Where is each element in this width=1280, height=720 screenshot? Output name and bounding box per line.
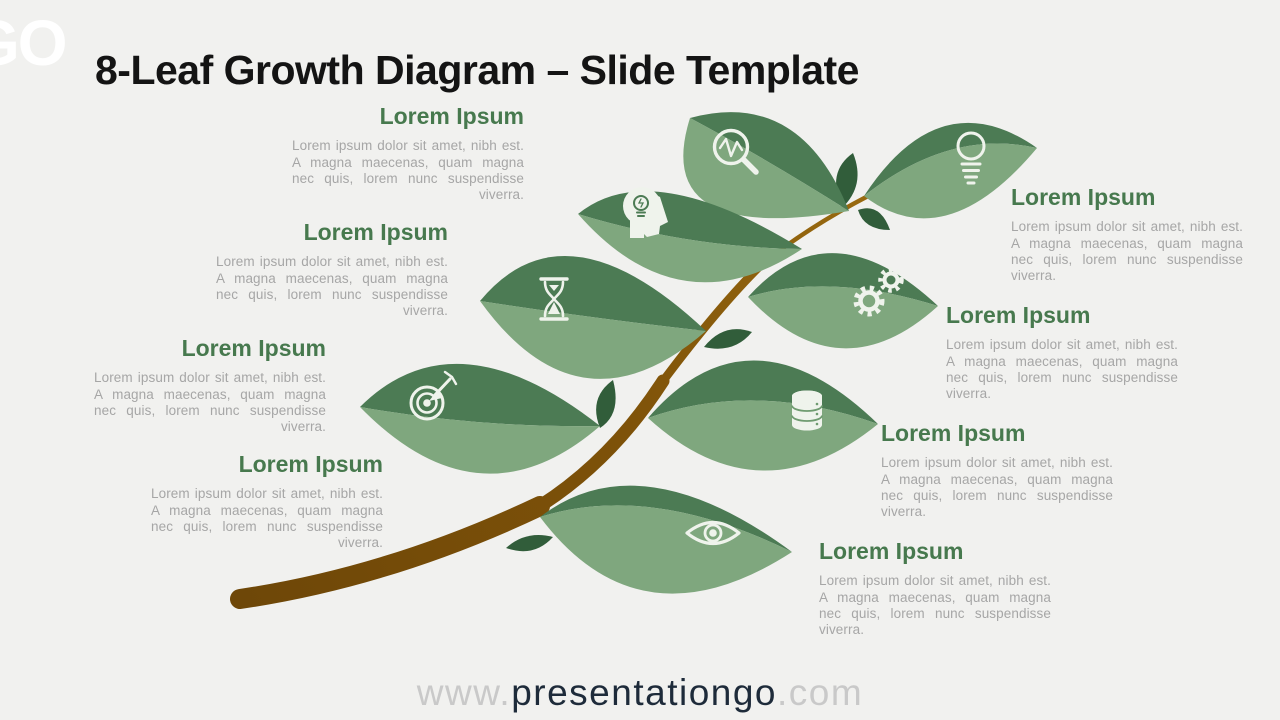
leaf-gears (748, 253, 938, 349)
hourglass-icon (539, 277, 569, 321)
text-block-3: Lorem Ipsum Lorem ipsum dolor sit amet, … (94, 335, 326, 435)
block-heading: Lorem Ipsum (238, 451, 383, 477)
leaf-lightbulb (864, 122, 1037, 219)
url-prefix: www. (416, 672, 512, 713)
text-block-5: Lorem Ipsum Lorem ipsum dolor sit amet, … (1011, 184, 1243, 284)
block-body: Lorem ipsum dolor sit amet, nibh est. A … (1011, 219, 1243, 284)
block-heading: Lorem Ipsum (1011, 184, 1156, 210)
block-heading: Lorem Ipsum (303, 219, 448, 245)
leaf-target-arrow (360, 363, 600, 474)
block-body: Lorem ipsum dolor sit amet, nibh est. A … (881, 455, 1113, 520)
url-brand: presentationgo (511, 672, 778, 713)
small-leaflet (506, 535, 553, 552)
block-heading: Lorem Ipsum (946, 302, 1091, 328)
block-body: Lorem ipsum dolor sit amet, nibh est. A … (819, 573, 1051, 638)
creative-head-icon (623, 187, 668, 238)
block-heading: Lorem Ipsum (379, 103, 524, 129)
block-heading: Lorem Ipsum (819, 538, 964, 564)
text-block-7: Lorem Ipsum Lorem ipsum dolor sit amet, … (881, 420, 1113, 520)
leaf-search-trend (683, 112, 849, 219)
leaf-database (648, 360, 878, 471)
target-arrow-icon (409, 370, 458, 421)
text-block-8: Lorem Ipsum Lorem ipsum dolor sit amet, … (819, 538, 1051, 638)
eye-icon (685, 520, 741, 546)
slide-title: 8-Leaf Growth Diagram – Slide Template (95, 47, 859, 94)
block-body: Lorem ipsum dolor sit amet, nibh est. A … (216, 254, 448, 319)
footer: www.presentationgo.com (0, 672, 1280, 714)
small-leaflet (704, 329, 752, 349)
block-body: Lorem ipsum dolor sit amet, nibh est. A … (946, 337, 1178, 402)
leaf-eye (540, 485, 792, 594)
block-body: Lorem ipsum dolor sit amet, nibh est. A … (151, 486, 383, 551)
leaf-creative-head (578, 187, 802, 283)
text-block-4: Lorem Ipsum Lorem ipsum dolor sit amet, … (151, 451, 383, 551)
text-block-2: Lorem Ipsum Lorem ipsum dolor sit amet, … (216, 219, 448, 319)
url-suffix: .com (777, 672, 864, 713)
block-heading: Lorem Ipsum (881, 420, 1026, 446)
small-leaflet (596, 380, 616, 428)
block-heading: Lorem Ipsum (181, 335, 326, 361)
gears-icon (853, 267, 904, 317)
text-block-6: Lorem Ipsum Lorem ipsum dolor sit amet, … (946, 302, 1178, 402)
search-trend-icon (712, 128, 759, 175)
database-icon (791, 390, 823, 431)
block-body: Lorem ipsum dolor sit amet, nibh est. A … (94, 370, 326, 435)
presentationgo-logo: GO (0, 7, 68, 79)
website-link[interactable]: www.presentationgo.com (417, 672, 863, 713)
block-body: Lorem ipsum dolor sit amet, nibh est. A … (292, 138, 524, 203)
leaf-hourglass (480, 256, 706, 379)
lightbulb-icon (956, 131, 986, 185)
text-block-1: Lorem Ipsum Lorem ipsum dolor sit amet, … (292, 103, 524, 203)
small-leaflet (858, 208, 890, 230)
